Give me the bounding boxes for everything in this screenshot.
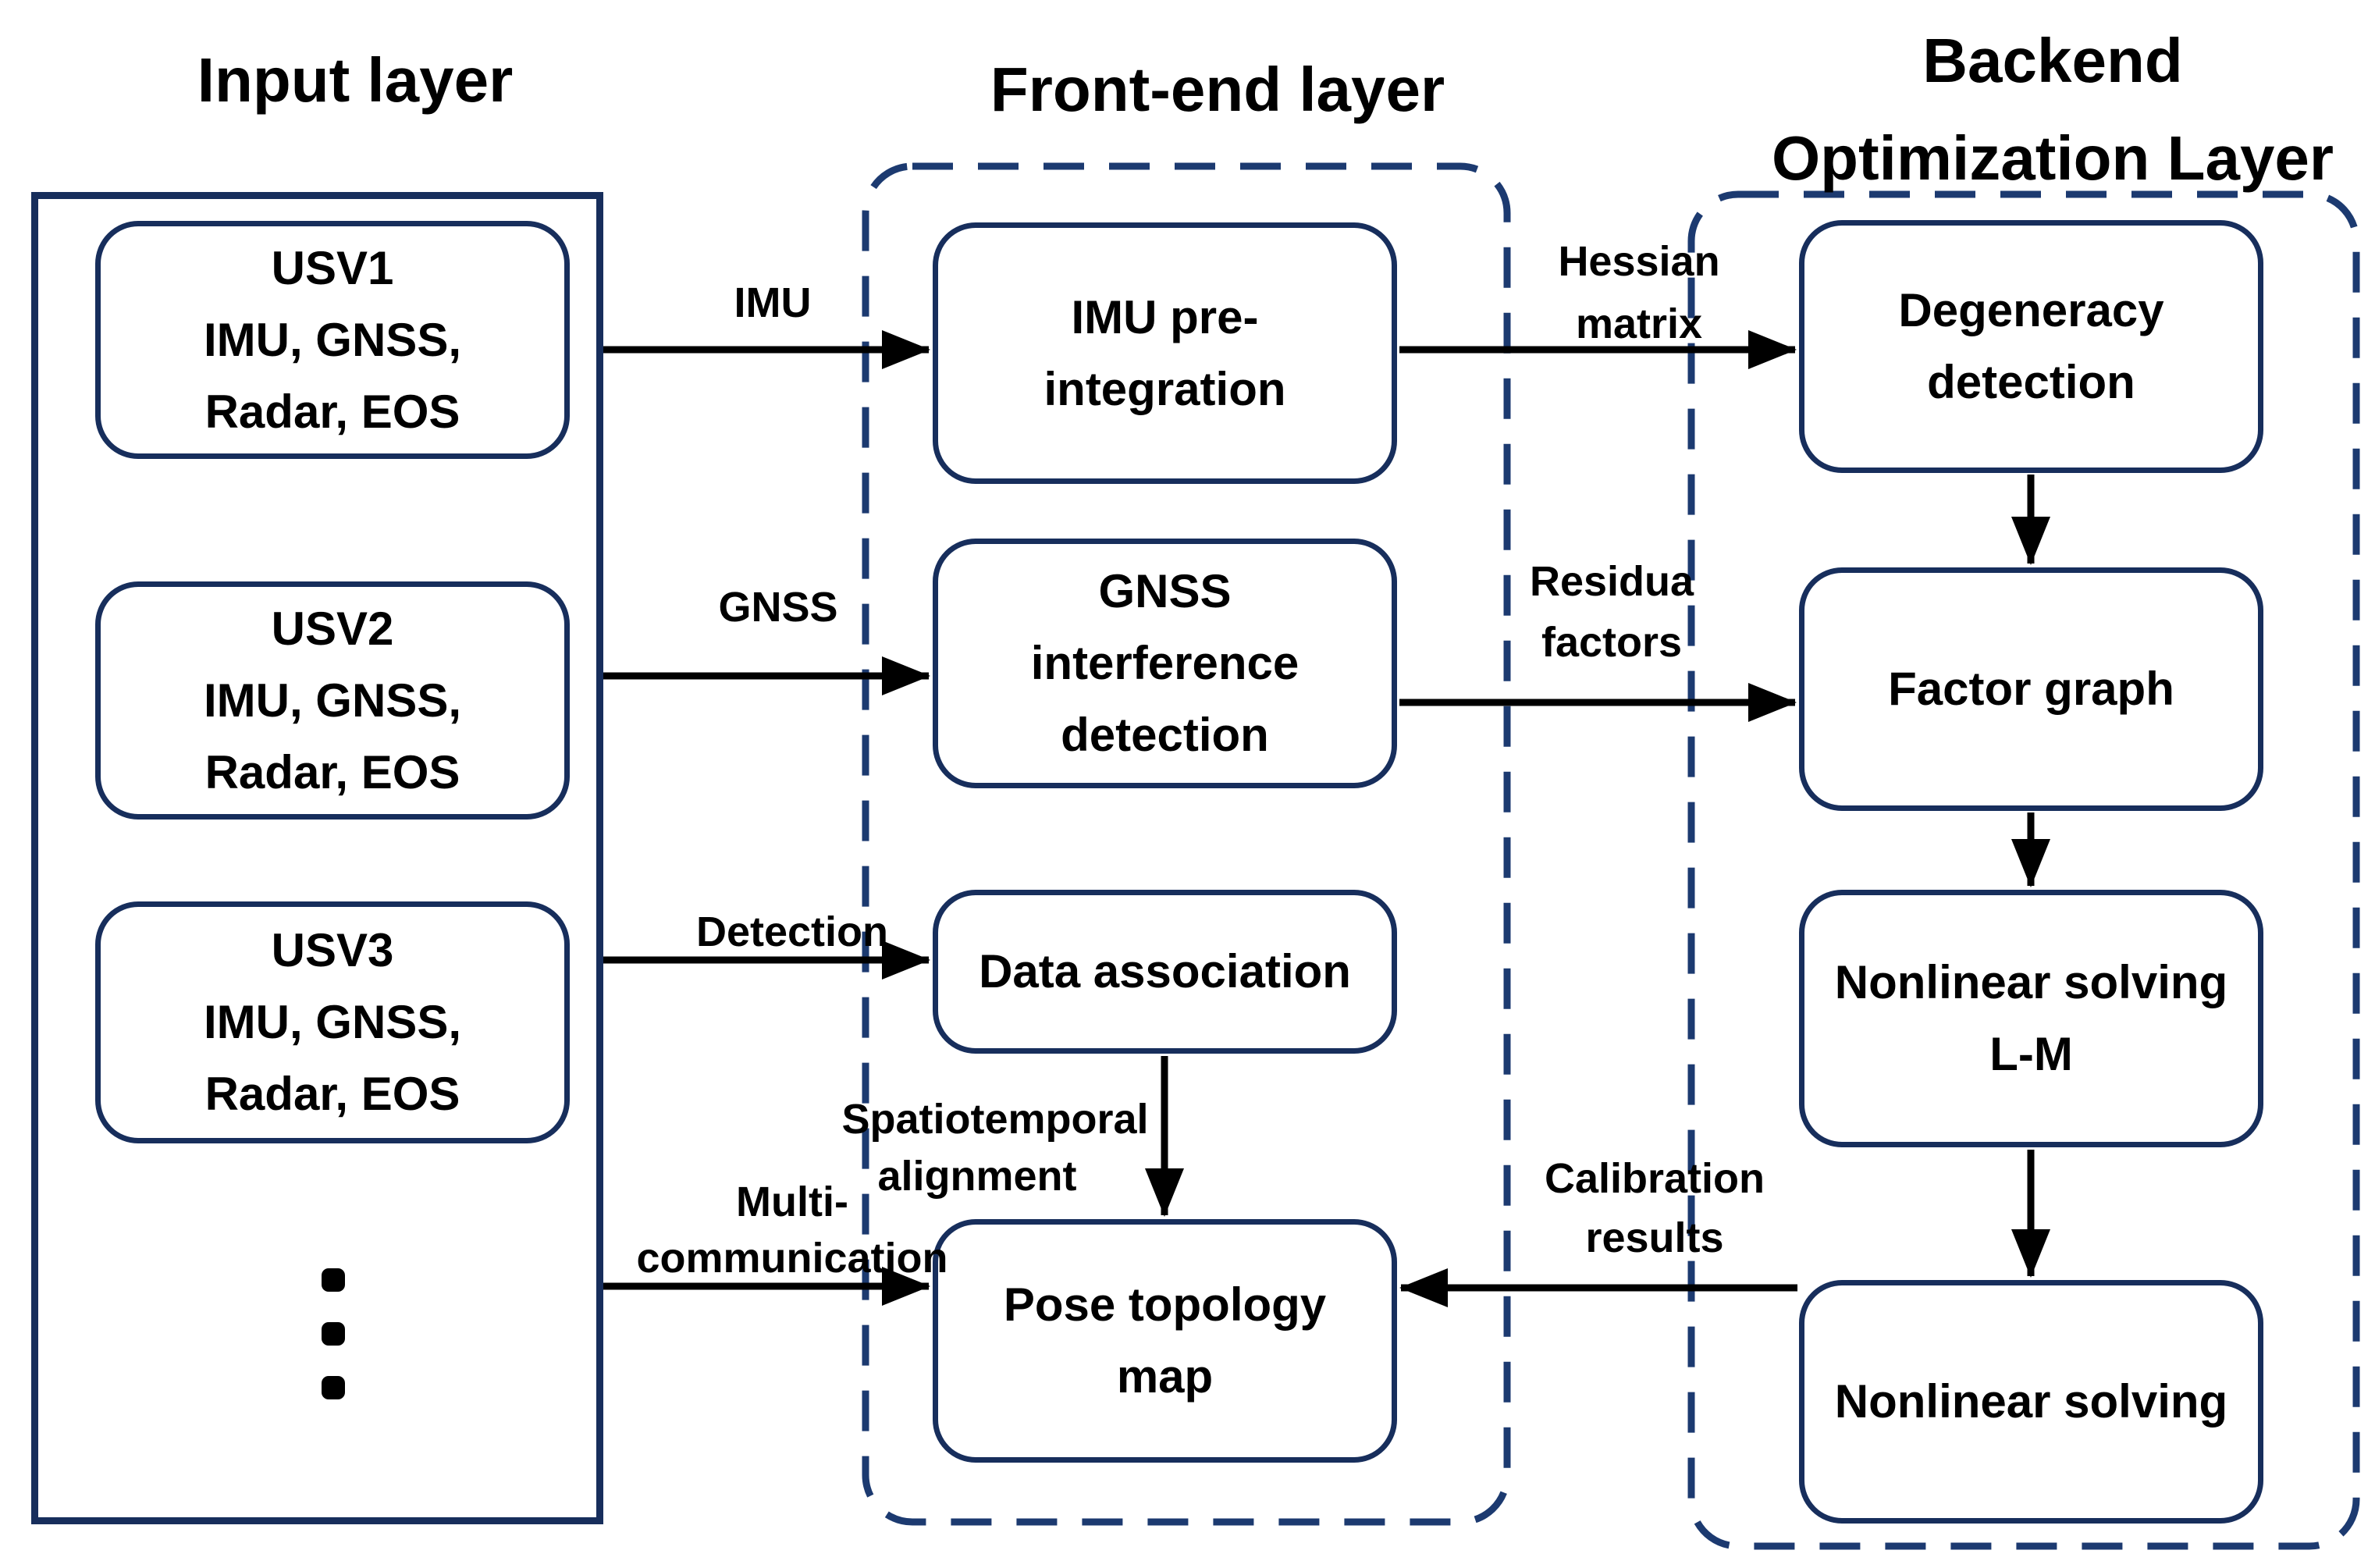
degeneracy-detection-box: Degeneracy detection <box>1799 220 2263 473</box>
backend-layer-title-line1: Backend <box>1922 26 2183 95</box>
input-layer-title: Input layer <box>197 45 514 115</box>
usv3-line2: IMU, GNSS, <box>203 996 462 1048</box>
residual-factors-label-line2: factors <box>1541 619 1683 666</box>
imu-arrow-label: IMU <box>734 279 812 326</box>
residual-factors-label-line1: Residua <box>1529 558 1694 605</box>
nonlinear-lm-line1: Nonlinear solving <box>1834 956 2228 1008</box>
usv1-line1: USV1 <box>271 241 394 294</box>
multi-communication-label-line1: Multi- <box>736 1179 848 1225</box>
degeneracy-line1: Degeneracy <box>1898 284 2164 336</box>
pose-topology-map-box: Pose topology map <box>933 1219 1397 1463</box>
detection-arrow-label: Detection <box>695 908 889 955</box>
usv1-line3: Radar, EOS <box>204 385 460 438</box>
usv3-line3: Radar, EOS <box>204 1068 460 1120</box>
usv3-line1: USV3 <box>271 924 394 976</box>
imu-preintegration-line2: integration <box>1044 362 1286 415</box>
frontend-layer-title: Front-end layer <box>990 55 1445 124</box>
usv2-line2: IMU, GNSS, <box>203 674 462 727</box>
usv2-line1: USV2 <box>271 602 394 655</box>
pose-topology-line1: Pose topology <box>1003 1278 1327 1331</box>
hessian-matrix-label-line2: matrix <box>1575 300 1703 347</box>
multi-communication-label-line2: communication <box>636 1235 948 1282</box>
backend-layer-title: Backend Optimization Layer <box>1772 12 2334 207</box>
calibration-results-label-line2: results <box>1585 1214 1724 1261</box>
gnss-interference-line2: interference <box>1030 637 1299 689</box>
factor-graph-box: Factor graph <box>1799 567 2263 811</box>
nonlinear-solving-box: Nonlinear solving <box>1799 1280 2263 1524</box>
vertical-ellipsis-icon <box>322 1268 345 1405</box>
factor-graph-line1: Factor graph <box>1888 663 2174 715</box>
backend-layer-dashed-border <box>1687 190 2360 1550</box>
usv2-line3: Radar, EOS <box>204 745 460 798</box>
calibration-results-label-line1: Calibration <box>1544 1155 1765 1202</box>
nonlinear-solving-line1: Nonlinear solving <box>1834 1375 2228 1428</box>
frontend-layer-dashed-border <box>862 162 1511 1526</box>
usv1-line2: IMU, GNSS, <box>203 313 462 366</box>
gnss-interference-line3: detection <box>1061 709 1269 761</box>
spatiotemporal-label-line2: alignment <box>877 1153 1077 1200</box>
imu-preintegration-line1: IMU pre- <box>1071 290 1259 343</box>
usv2-box: USV2 IMU, GNSS, Radar, EOS <box>95 581 570 820</box>
gnss-arrow-label: GNSS <box>718 584 838 631</box>
usv3-box: USV3 IMU, GNSS, Radar, EOS <box>95 901 570 1143</box>
data-association-line1: Data association <box>979 945 1351 997</box>
gnss-interference-detection-box: GNSS interference detection <box>933 539 1397 788</box>
backend-layer-title-line2: Optimization Layer <box>1771 123 2334 193</box>
pose-topology-line2: map <box>1116 1350 1214 1403</box>
gnss-interference-line1: GNSS <box>1098 565 1232 617</box>
spatiotemporal-label-line1: Spatiotemporal <box>841 1096 1149 1143</box>
nonlinear-solving-lm-box: Nonlinear solving L-M <box>1799 890 2263 1147</box>
usv1-box: USV1 IMU, GNSS, Radar, EOS <box>95 221 570 459</box>
nonlinear-lm-line2: L-M <box>1989 1028 2073 1080</box>
imu-preintegration-box: IMU pre- integration <box>933 222 1397 484</box>
data-association-box: Data association <box>933 890 1397 1054</box>
degeneracy-line2: detection <box>1927 356 2135 408</box>
hessian-matrix-label-line1: Hessian <box>1558 238 1720 285</box>
